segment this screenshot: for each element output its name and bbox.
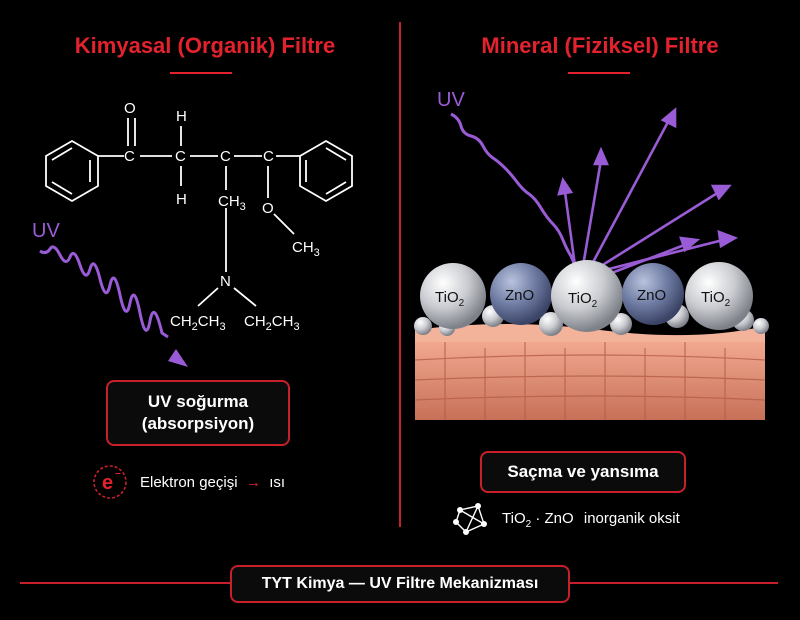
- right-title: Mineral (Fiziksel) Filtre: [481, 33, 719, 58]
- particle-zn-2: ZnO: [622, 263, 684, 325]
- atom-c3: C: [220, 148, 231, 165]
- electron-icon: e −: [93, 465, 127, 499]
- arrow-right-icon: →: [241, 474, 266, 491]
- left-title: Kimyasal (Organik) Filtre: [74, 33, 336, 58]
- right-uv-wave: [450, 112, 579, 271]
- atom-c1: C: [124, 148, 135, 165]
- particle-ti-2: TiO2: [551, 260, 623, 332]
- vertical-divider: [399, 22, 401, 527]
- svg-text:e: e: [102, 472, 113, 494]
- mineral-filter-illustration: UV TiO2 ZnO TiO2 ZnO TiO2: [414, 89, 769, 420]
- footer-label-box: TYT Kimya — UV Filtre Mekanizması: [230, 565, 570, 603]
- left-uv-wave-arrow: UV: [32, 220, 188, 367]
- particle-ti-1: TiO2: [420, 263, 486, 329]
- group-ch3-a: CH3: [218, 193, 246, 213]
- inorganic-oxide-text: TiO2 · ZnO inorganik oksit: [502, 510, 680, 530]
- group-ethyl-b: CH2CH3: [244, 313, 300, 333]
- group-ch3-b: CH3: [292, 239, 320, 259]
- atom-c2: C: [175, 148, 186, 165]
- atom-h-top: H: [176, 108, 187, 125]
- svg-text:ZnO: ZnO: [505, 287, 534, 304]
- atom-h-bottom: H: [176, 191, 187, 208]
- left-uv-label: UV: [32, 220, 60, 242]
- absorption-line-1: UV soğurma: [147, 392, 249, 411]
- svg-text:TiO2: TiO2: [435, 289, 465, 309]
- svg-text:−: −: [115, 469, 121, 480]
- atom-n: N: [220, 273, 231, 290]
- absorption-line-2: (absorpsiyon): [141, 414, 255, 433]
- particle-ti-3: TiO2: [685, 262, 753, 330]
- benzophenone-molecule-diagram: O C H C H C C CH3 O CH3 N CH2CH3 CH2CH3: [45, 100, 353, 333]
- right-title-underline: [568, 72, 630, 74]
- crystal-lattice-icon: [453, 503, 487, 535]
- electron-transition-text: Elektron geçişi → ısı: [140, 474, 286, 491]
- atom-c4: C: [263, 148, 274, 165]
- svg-text:TiO2: TiO2: [568, 290, 598, 310]
- right-uv-label: UV: [437, 89, 465, 111]
- left-benzene-ring: [45, 139, 99, 203]
- svg-text:ZnO: ZnO: [637, 287, 666, 304]
- scattering-reflection-box: Saçma ve yansıma: [480, 451, 686, 493]
- right-benzene-ring: [299, 139, 353, 203]
- footer-line-right: [570, 582, 778, 584]
- left-title-underline: [170, 72, 232, 74]
- footer-line-left: [20, 582, 230, 584]
- svg-text:TiO2: TiO2: [701, 289, 731, 309]
- particle-zn-1: ZnO: [490, 263, 552, 325]
- atom-o-carbonyl: O: [124, 100, 136, 117]
- atom-o-ether: O: [262, 200, 274, 217]
- uv-absorption-box: UV soğurma (absorpsiyon): [106, 380, 290, 446]
- group-ethyl-a: CH2CH3: [170, 313, 226, 333]
